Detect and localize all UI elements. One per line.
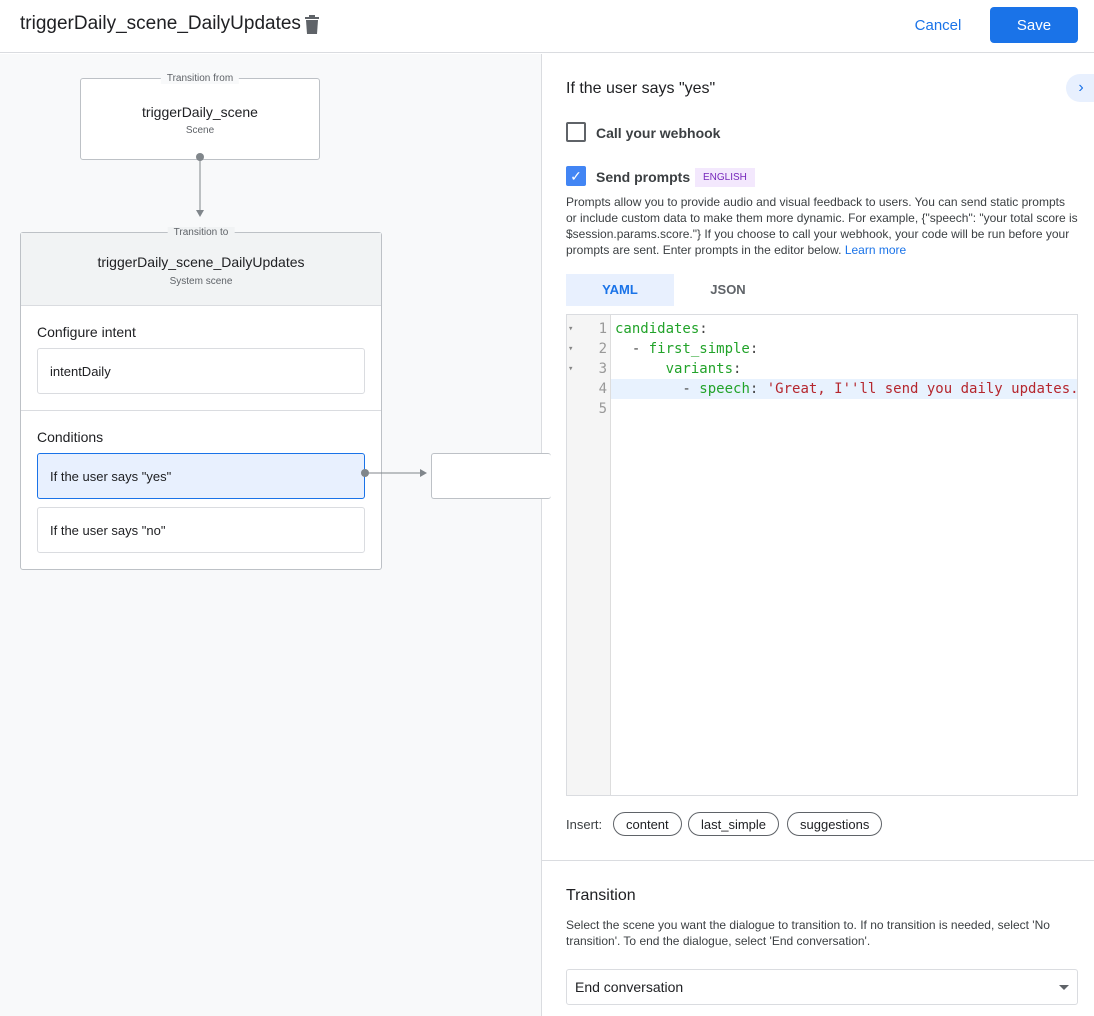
trash-icon[interactable] — [304, 15, 320, 34]
transition-to-label: Transition to — [167, 227, 235, 238]
code-line: - speech: 'Great, I''ll send you daily u… — [615, 379, 1077, 399]
empty-target-node[interactable] — [431, 453, 551, 499]
code-line: - first_simple: — [615, 339, 1077, 359]
description-text: Prompts allow you to provide audio and v… — [566, 195, 1078, 257]
header: triggerDaily_scene_DailyUpdates Cancel S… — [0, 0, 1094, 53]
line-number: 5 — [598, 401, 607, 417]
code-token: variants — [665, 361, 734, 377]
line-gutter — [567, 315, 611, 795]
transition-select-value: End conversation — [575, 979, 684, 995]
to-scene-type: System scene — [169, 276, 233, 287]
learn-more-link[interactable]: Learn more — [844, 243, 907, 257]
send-prompts-checkbox[interactable]: ✓ — [566, 166, 586, 186]
transition-description: Select the scene you want the dialogue t… — [566, 918, 1050, 948]
webhook-checkbox[interactable] — [566, 122, 586, 142]
dropdown-arrow-icon — [1059, 985, 1069, 995]
from-scene-name: triggerDaily_scene — [142, 104, 258, 120]
transition-select[interactable]: End conversation — [566, 969, 1078, 1005]
code-token: - — [615, 341, 649, 357]
cancel-button[interactable]: Cancel — [903, 8, 973, 42]
connector-arrow — [196, 153, 204, 217]
transition-to-node: Transition to triggerDaily_scene_DailyUp… — [20, 227, 382, 570]
transition-heading: Transition — [566, 887, 636, 904]
line-number: 2 — [598, 341, 607, 357]
page-title: triggerDaily_scene_DailyUpdates — [20, 13, 301, 34]
insert-label: Insert: — [566, 817, 603, 832]
code-line: candidates: — [615, 319, 1077, 339]
code-token — [615, 361, 666, 377]
language-badge: ENGLISH — [695, 168, 755, 187]
intent-item[interactable]: intentDaily — [37, 348, 365, 394]
fold-icon[interactable]: ▾ — [568, 324, 574, 334]
active-line-highlight — [611, 379, 1077, 399]
condition-connector — [361, 469, 427, 477]
transition-from-node[interactable]: Transition from triggerDaily_scene Scene — [80, 73, 320, 160]
condition-no[interactable]: If the user says "no" — [37, 507, 365, 553]
prompts-description: Prompts allow you to provide audio and v… — [566, 194, 1078, 258]
insert-chip-last-simple[interactable]: last_simple — [688, 812, 780, 836]
code-token: first_simple — [648, 341, 750, 357]
fold-icon[interactable]: ▾ — [568, 364, 574, 374]
code-line — [615, 399, 1077, 419]
save-button[interactable]: Save — [990, 7, 1078, 43]
configure-intent-heading: Configure intent — [37, 324, 136, 340]
code-token: candidates — [615, 321, 700, 337]
divider — [542, 860, 1094, 861]
code-editor[interactable]: ▾ 1 candidates: ▾ 2 - first_simple: ▾ 3 varian… — [566, 314, 1078, 796]
line-number: 3 — [598, 361, 607, 377]
code-token: : — [749, 381, 767, 397]
collapse-panel-button[interactable]: › — [1066, 74, 1094, 102]
transition-from-label: Transition from — [160, 73, 240, 84]
code-token: : — [699, 321, 708, 337]
fold-icon[interactable]: ▾ — [568, 344, 574, 354]
scene-canvas: Transition from triggerDaily_scene Scene… — [0, 54, 551, 1016]
line-number: 1 — [598, 321, 607, 337]
panel-title: If the user says "yes" — [566, 80, 716, 97]
code-token: speech — [699, 381, 750, 397]
tab-json[interactable]: JSON — [710, 282, 746, 297]
code-token: - — [615, 381, 700, 397]
webhook-label: Call your webhook — [596, 125, 721, 141]
code-token: : — [733, 361, 742, 377]
code-line: variants: — [615, 359, 1077, 379]
condition-yes[interactable]: If the user says "yes" — [37, 453, 365, 499]
insert-chip-content[interactable]: content — [613, 812, 682, 836]
send-prompts-label: Send prompts — [596, 169, 691, 185]
from-scene-type: Scene — [185, 125, 215, 136]
tab-yaml[interactable]: YAML — [566, 274, 674, 306]
insert-chip-suggestions[interactable]: suggestions — [787, 812, 883, 836]
code-token: 'Great, I''ll send you daily updates. — [766, 381, 1077, 397]
line-number: 4 — [598, 381, 607, 397]
code-token: : — [749, 341, 759, 357]
to-scene-name: triggerDaily_scene_DailyUpdates — [97, 254, 305, 270]
conditions-heading: Conditions — [37, 429, 104, 445]
